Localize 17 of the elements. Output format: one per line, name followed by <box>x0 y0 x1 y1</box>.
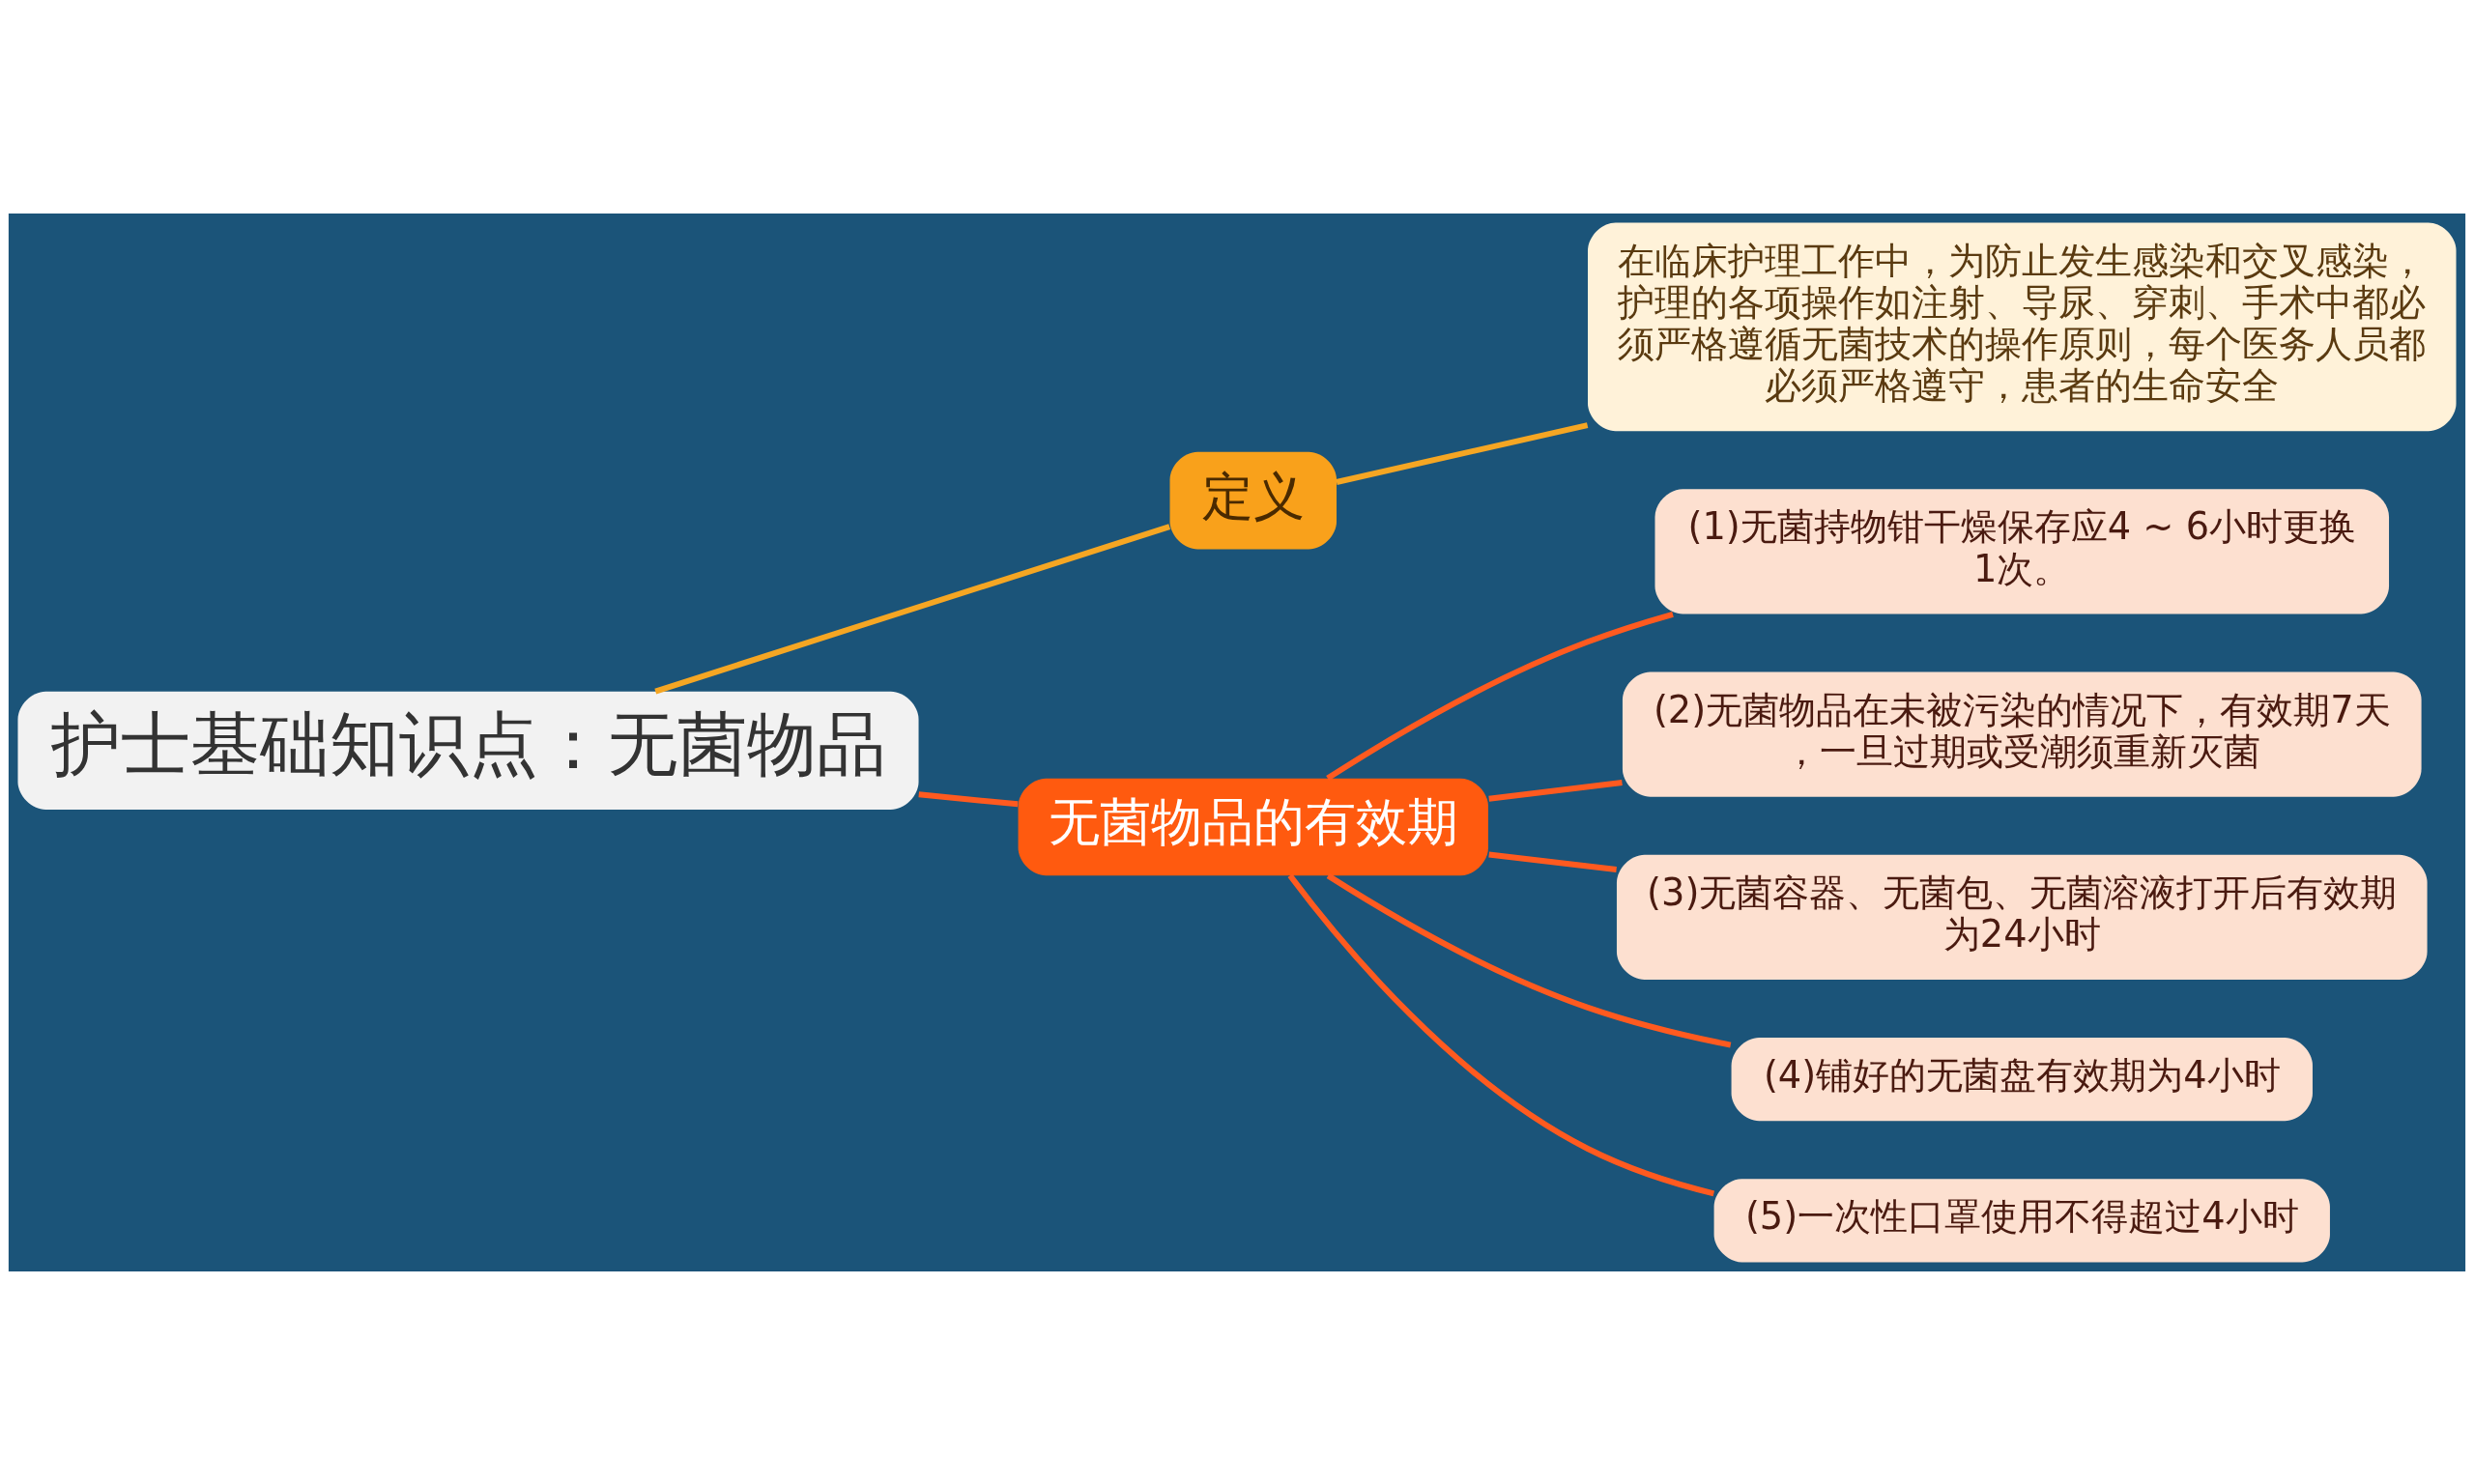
node-box: 定义 <box>1169 451 1338 549</box>
node-box: (4)铺好的无菌盘有效期为4小时 <box>1731 1037 2313 1121</box>
node-box: (3)无菌容器、无菌包、无菌溶液打开后有效期为24小时 <box>1616 854 2428 980</box>
connector <box>1326 611 1674 781</box>
node-box: 护士基础知识点：无菌物品 <box>17 691 919 810</box>
connector <box>1488 779 1623 802</box>
connector <box>654 523 1171 694</box>
node-box: 无菌物品的有效期 <box>1018 778 1488 875</box>
connector <box>1336 421 1589 485</box>
connector <box>918 790 1019 807</box>
connector <box>1287 872 1715 1196</box>
node-box: (2)无菌物品在未被污染的情况下，有效期7天，一旦过期或受潮须重新灭菌 <box>1622 671 2422 797</box>
connector <box>1326 872 1732 1048</box>
node-box: (5)一次性口罩使用不得超过4小时 <box>1713 1178 2330 1262</box>
node-box: (1)无菌持物钳干燥保存应4 ~ 6小时更换1次。 <box>1654 488 2390 614</box>
connector <box>1488 851 1617 872</box>
node-box: 在临床护理工作中，为防止发生感染和交叉感染，护理的各项操作如注射、导尿、穿刺、手术中都必须严格遵循无菌技术的操作原则，每个医务人员都必须严格遵守，患者的生命安全 <box>1588 222 2457 431</box>
